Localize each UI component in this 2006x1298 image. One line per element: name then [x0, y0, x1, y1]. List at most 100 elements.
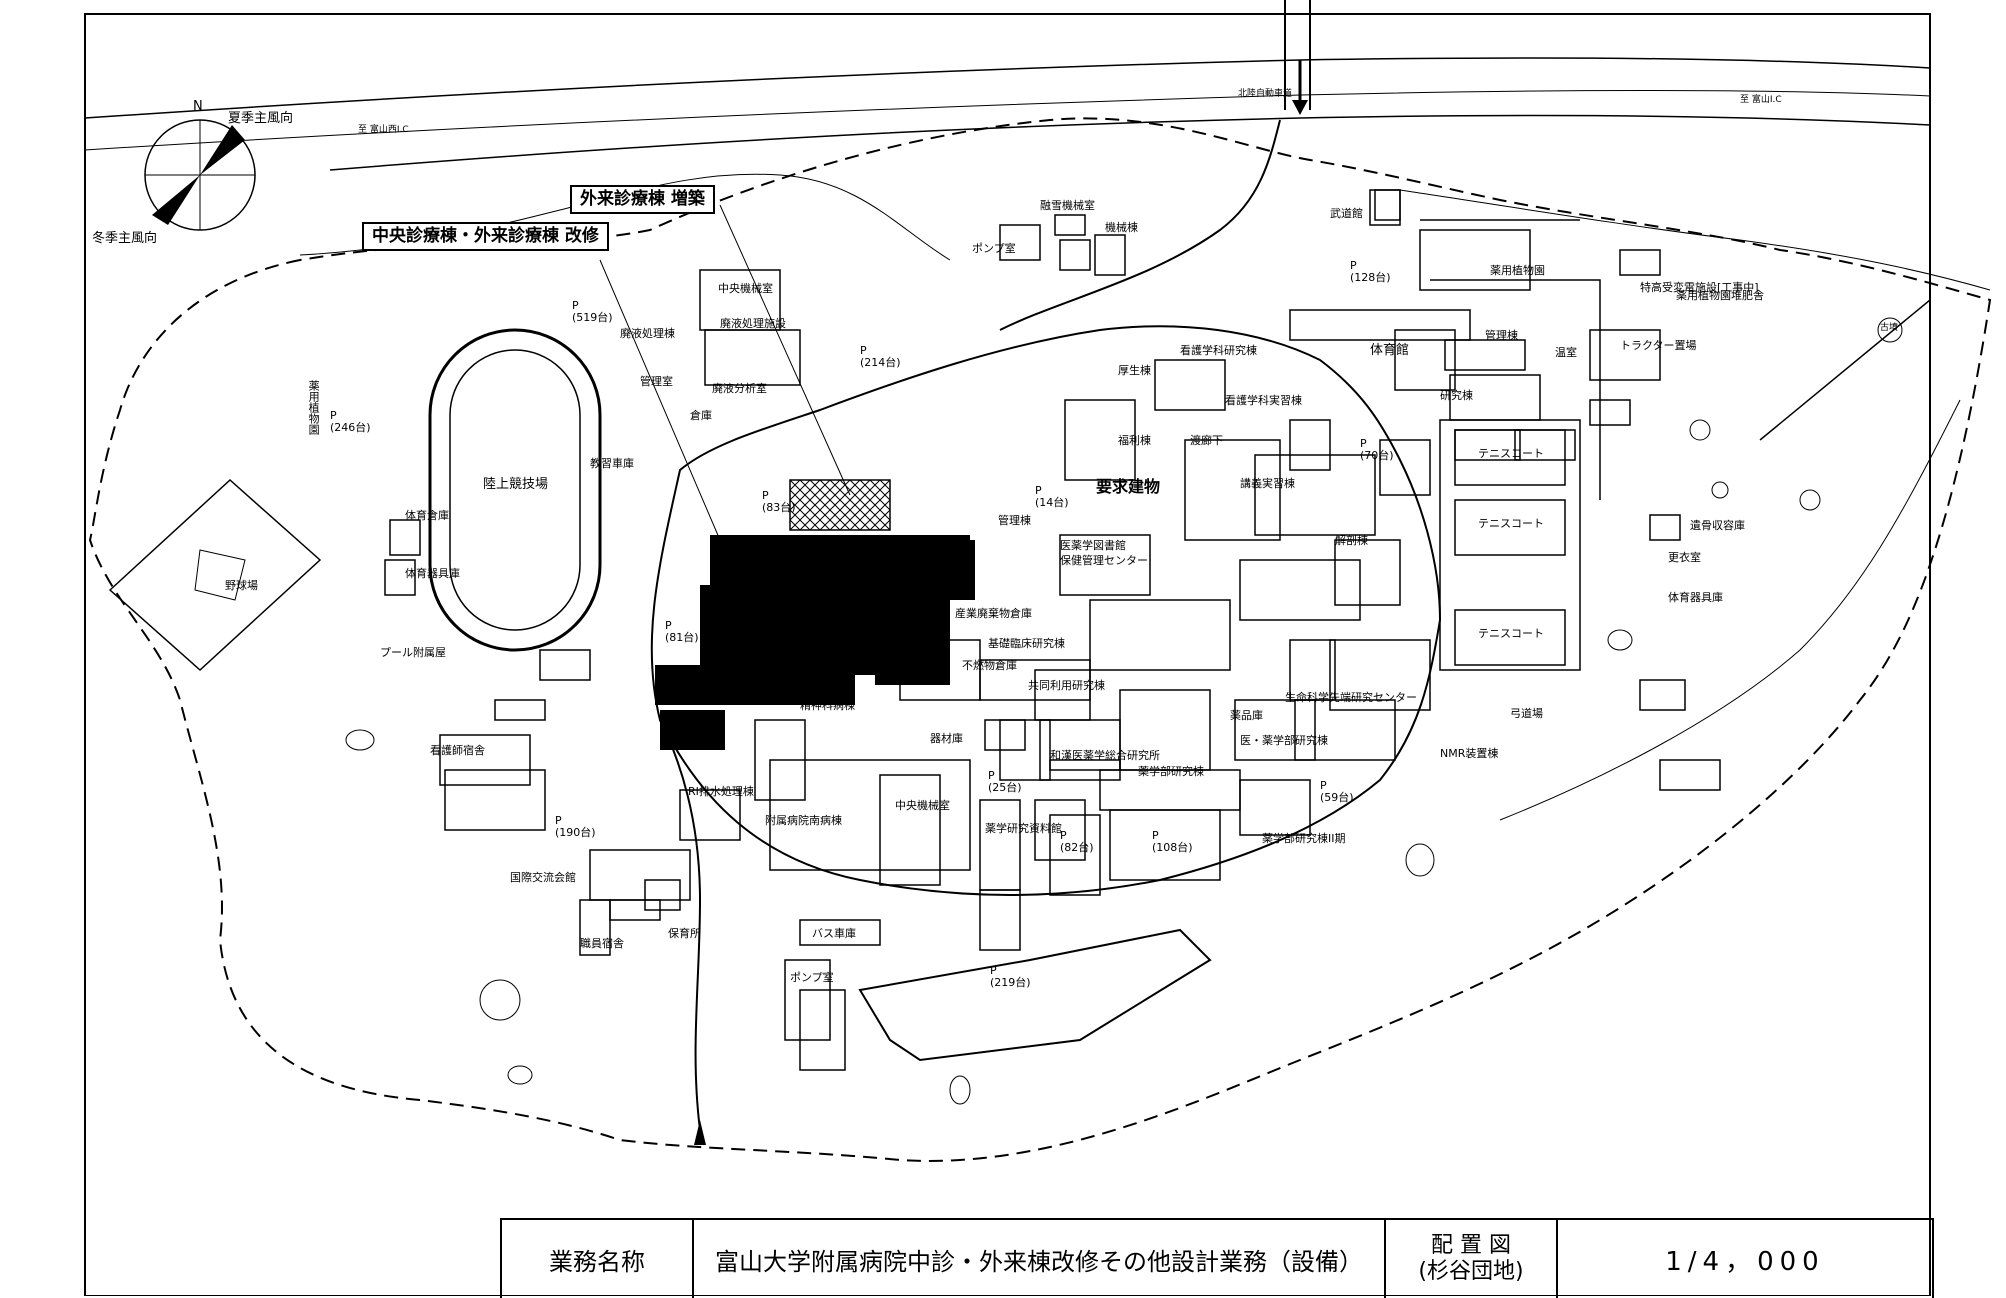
label-pharm-research: 薬学部研究棟: [1138, 765, 1204, 778]
label-changing: 更衣室: [1668, 551, 1701, 564]
callout-central-renovation: 中央診療棟・外来診療棟 改修: [362, 222, 609, 251]
parking-82: P(82台): [1060, 829, 1094, 855]
label-mgmt-room: 管理室: [640, 375, 673, 388]
label-intl-hall: 国際交流会館: [510, 871, 576, 884]
to-toyama-west-label: 至 富山西I.C: [358, 125, 409, 135]
drawing-frame: [84, 13, 1931, 1296]
winter-wind-wedge: [152, 175, 200, 225]
label-welfare2: 福利棟: [1118, 434, 1151, 447]
running-track-inner: [449, 349, 581, 631]
label-storage: 倉庫: [690, 409, 712, 422]
label-nmr: NMR装置棟: [1440, 747, 1499, 760]
arrow-down-icon: [1292, 100, 1308, 115]
parking-190: P(190台): [555, 814, 596, 840]
label-track-field: 陸上競技場: [483, 477, 549, 492]
label-material: 器材庫: [930, 732, 963, 745]
label-library: 医薬学図書館: [1060, 539, 1126, 552]
tennis-courts: [1439, 419, 1581, 671]
to-toyama-label: 至 富山I.C: [1740, 95, 1782, 105]
title-block-label: 業務名称: [502, 1220, 694, 1298]
compass-north: N: [193, 99, 203, 114]
label-baseball: 野球場: [225, 579, 258, 592]
parking-59: P(59台): [1320, 779, 1354, 805]
outpatient-extension-area: [789, 479, 891, 531]
label-pharm-research2: 薬学部研究棟II期: [1262, 832, 1346, 845]
leader-line-renovation: [599, 259, 721, 541]
label-clinical-research: 基礎臨床研究棟: [988, 637, 1065, 650]
label-waste-analysis: 廃液分析室: [712, 382, 767, 395]
label-management-bldg: 管理棟: [1485, 329, 1518, 342]
pool-shape: [539, 649, 591, 681]
parking-108: P(108台): [1152, 829, 1193, 855]
label-waste-liquid: 廃液処理棟: [620, 327, 675, 340]
baseball-field: [108, 478, 322, 672]
callout-outpatient-extension: 外来診療棟 増築: [570, 185, 715, 214]
ancient-tombs: [345, 317, 1903, 1105]
label-corridor: 渡廊下: [1190, 434, 1223, 447]
summer-wind-wedge: [200, 125, 245, 175]
expressway-center: [84, 90, 1931, 151]
label-budokan: 武道館: [1330, 207, 1363, 220]
label-welfare: 厚生棟: [1118, 364, 1151, 377]
parking-70: P(70台): [1360, 437, 1394, 463]
label-health-center: 保健管理センター: [1060, 554, 1148, 567]
north-access-road: [999, 119, 1281, 331]
label-med-pharm: 医・薬学部研究棟: [1240, 734, 1328, 747]
label-ri-waste: RI排水処理棟: [688, 785, 754, 798]
parking-14: P(14台): [1035, 484, 1069, 510]
label-uncertain: 不燃物倉庫: [962, 659, 1017, 672]
label-industrial-waste: 産業廃棄物倉庫: [955, 607, 1032, 620]
label-compost: 薬用植物園堆肥舎: [1676, 289, 1764, 302]
label-admin: 管理棟: [998, 514, 1031, 527]
label-tractor: トラクター置場: [1620, 339, 1697, 352]
summer-wind-label: 夏季主風向: [228, 111, 294, 126]
label-nursing-lab: 看護学科研究棟: [1180, 344, 1257, 357]
terrain-line-2: [1399, 189, 1991, 291]
label-dissection: 解剖棟: [1335, 534, 1368, 547]
label-medicinal-garden-east: 薬用植物園: [1490, 264, 1545, 277]
parking-246: P(246台): [330, 409, 371, 435]
label-gym-storage: 体育倉庫: [405, 509, 449, 522]
label-central-machine-s: 中央機械室: [895, 799, 950, 812]
parking-128: P(128台): [1350, 259, 1391, 285]
label-joint-research: 共同利用研究棟: [1028, 679, 1105, 692]
drawing-site: (杉谷団地): [1418, 1259, 1524, 1284]
parking-214: P(214台): [860, 344, 901, 370]
label-tennis3: テニスコート: [1478, 627, 1544, 640]
parking-81: P(81台): [665, 619, 699, 645]
south-parking: [858, 928, 1212, 1062]
baseball-diamond: [194, 549, 246, 601]
label-central-machine: 中央機械室: [718, 282, 773, 295]
parking-25: P(25台): [988, 769, 1022, 795]
running-track-outer: [428, 328, 602, 652]
label-tennis2: テニスコート: [1478, 517, 1544, 530]
parking-519: P(519台): [572, 299, 613, 325]
label-staff-housing: 職員宿舎: [580, 937, 624, 950]
label-nursery: 保育所: [668, 927, 701, 940]
south-access-road: [659, 719, 702, 1131]
label-sports-equip: 体育器具庫: [1668, 591, 1723, 604]
label-special-hv: 特高受変電施設[工事中]: [1640, 281, 1759, 294]
title-block-drawing: 配 置 図 (杉谷団地): [1386, 1220, 1558, 1298]
label-nursing-practice: 看護学科実習棟: [1225, 394, 1302, 407]
label-ancient-tomb: 古墳: [1880, 323, 1899, 333]
required-building-label: 要求建物: [1096, 477, 1161, 496]
label-nurse-dorm: 看護師宿舎: [430, 744, 485, 757]
expressway-label: 北陸自動車道: [1238, 89, 1293, 99]
site-boundary: [88, 117, 1992, 1162]
label-pump-room-n: ポンプ室: [972, 242, 1016, 255]
title-block-scale: 1/4，000: [1665, 1246, 1825, 1277]
title-block: 業務名称 富山大学附属病院中診・外来棟改修その他設計業務（設備） 配 置 図 (…: [500, 1218, 1934, 1298]
arrow-up-icon: [694, 1120, 706, 1145]
label-machine-bldg: 機械棟: [1105, 221, 1138, 234]
label-gym-equipment: 体育器具庫: [405, 567, 460, 580]
label-gymnasium: 体育館: [1370, 343, 1410, 358]
label-teaching-garage: 教習車庫: [590, 457, 634, 470]
label-tennis1: テニスコート: [1478, 447, 1544, 460]
label-pharm-lab: 薬学研究資料館: [985, 822, 1062, 835]
label-medicinal-garden-west: 薬用植物園: [307, 380, 321, 435]
expressway-north-edge: [84, 57, 1931, 119]
label-south-ward: 附属病院南病棟: [765, 814, 842, 827]
label-pool: プール附属屋: [380, 646, 446, 659]
